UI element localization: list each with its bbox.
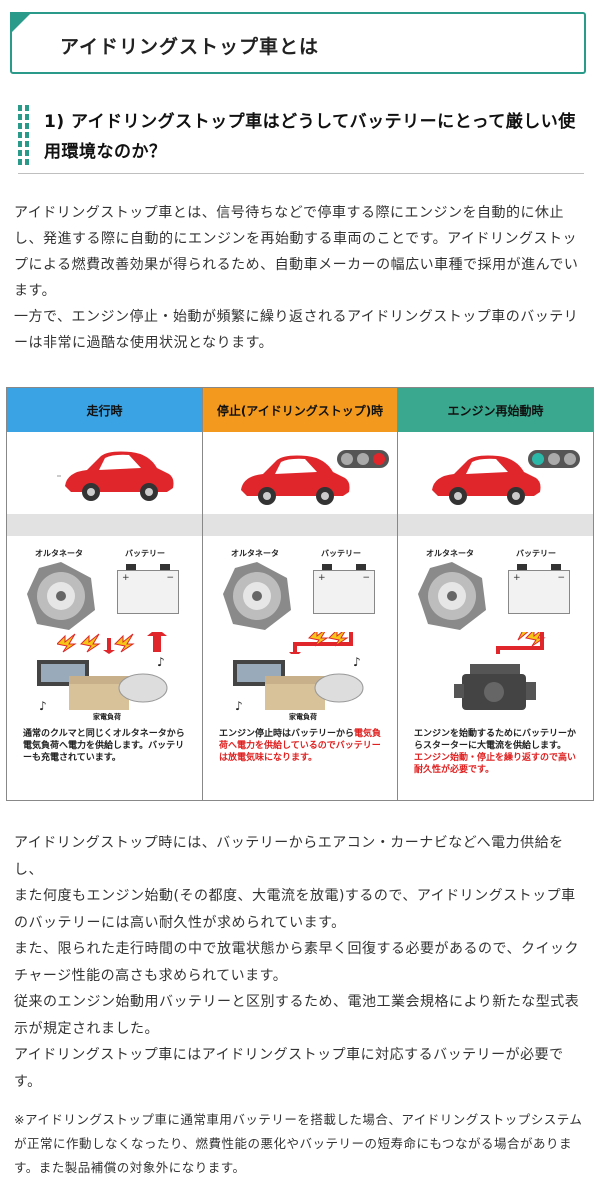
body-paragraph: アイドリングストップ車にはアイドリングストップ車に対応するバッテリーが必要です。 <box>14 1047 564 1090</box>
panel-driving: 走行時 オルタネータ バッテリー +− <box>7 388 202 800</box>
appliance-load-icon: ♪♪ <box>37 655 168 713</box>
alternator-label: オルタネータ <box>35 549 83 558</box>
load-label: 家電負荷 <box>289 713 317 721</box>
section-heading-block: 1) アイドリングストップ車はどうしてバッテリーにとって厳しい使用環境なのか？ <box>18 103 584 174</box>
note-paragraph: ※アイドリングストップ車に通常車用バッテリーを搭載した場合、アイドリングストップ… <box>14 1112 583 1175</box>
panel-restart: エンジン再始動時 オルタネータ バッテリー +− <box>397 388 593 800</box>
appliance-load-icon: ♪♪ <box>233 655 364 713</box>
current-bolts-icon <box>57 632 167 654</box>
alternator-label: オルタネータ <box>426 549 474 558</box>
caption-warning: エンジン始動・停止を繰り返すので高い耐久性が必要です。 <box>414 753 577 775</box>
engine-starter-icon <box>454 664 536 710</box>
panel-header: エンジン再始動時 <box>398 388 593 432</box>
body-paragraph: アイドリングストップ時には、バッテリーからエアコン・カーナビなどへ電力供給をし、 <box>14 835 564 878</box>
battery-icon: +− <box>117 564 179 614</box>
battery-label: バッテリー <box>321 549 361 558</box>
body-text: アイドリングストップ時には、バッテリーからエアコン・カーナビなどへ電力供給をし、… <box>14 830 588 1095</box>
panel-idle-stop: 停止(アイドリングストップ)時 オルタネータ バッテリー +− <box>202 388 397 800</box>
body-paragraph: また何度もエンジン始動(その都度、大電流を放電)するので、アイドリングストップ車… <box>14 888 576 931</box>
svg-text:♪: ♪ <box>353 655 361 669</box>
body-paragraph: 従来のエンジン始動用バッテリーと区別するため、電池工業会規格により新たな型式表示… <box>14 994 580 1037</box>
intro-text: アイドリングストップ車とは、信号待ちなどで停車する際にエンジンを自動的に休止し、… <box>14 200 588 356</box>
battery-label: バッテリー <box>516 549 556 558</box>
current-bolts-icon <box>492 632 546 654</box>
page-title-box: アイドリングストップ車とは <box>10 12 586 74</box>
panel-caption: エンジンを始動するためにバッテリーからスターターに大電流を供給します。エンジン始… <box>414 728 584 776</box>
panel-caption: 通常のクルマと同じくオルタネータから電気負荷へ電力を供給します。バッテリーも充電… <box>23 728 193 764</box>
alternator-icon <box>27 562 95 630</box>
section-heading: 1) アイドリングストップ車はどうしてバッテリーにとって厳しい使用環境なのか？ <box>44 112 576 162</box>
panel-header: 停止(アイドリングストップ)時 <box>203 388 397 432</box>
body-paragraph: また、限られた走行時間の中で放電状態から素早く回復する必要があるので、クイックチ… <box>14 941 579 984</box>
panel-header: 走行時 <box>7 388 202 432</box>
alternator-label: オルタネータ <box>231 549 279 558</box>
panel-caption: エンジン停止時はバッテリーから電気負荷へ電力を供給しているのでバッテリーは放電気… <box>219 728 389 764</box>
intro-paragraph: 一方で、エンジン停止・始動が頻繁に繰り返されるアイドリングストップ車のバッテリー… <box>14 309 579 351</box>
alternator-icon <box>223 562 291 630</box>
page-title: アイドリングストップ車とは <box>60 36 320 58</box>
heading-dots-icon <box>18 105 32 165</box>
note-text: ※アイドリングストップ車に通常車用バッテリーを搭載した場合、アイドリングストップ… <box>14 1108 588 1180</box>
intro-paragraph: アイドリングストップ車とは、信号待ちなどで停車する際にエンジンを自動的に休止し、… <box>14 205 579 299</box>
svg-text:♪: ♪ <box>235 699 243 713</box>
car-icon <box>432 455 541 505</box>
battery-label: バッテリー <box>125 549 165 558</box>
battery-diagram: 走行時 オルタネータ バッテリー +− <box>6 387 594 801</box>
traffic-light-icon <box>337 450 389 468</box>
alternator-icon <box>418 562 486 630</box>
car-icon <box>241 455 350 505</box>
svg-text:♪: ♪ <box>39 699 47 713</box>
battery-icon: +− <box>313 564 375 614</box>
battery-icon: +− <box>508 564 570 614</box>
title-corner-decoration <box>10 12 32 34</box>
caption-warning: 電気負荷へ電力を供給しているのでバッテリーは放電気味になります。 <box>219 729 382 763</box>
traffic-light-icon <box>528 450 580 468</box>
caption-text: 通常のクルマと同じくオルタネータから電気負荷へ電力を供給します。バッテリーも充電… <box>23 729 185 763</box>
caption-text: エンジン停止時はバッテリーから <box>219 729 355 739</box>
current-bolts-icon <box>289 632 353 654</box>
svg-text:♪: ♪ <box>157 655 165 669</box>
car-icon <box>57 451 174 501</box>
load-label: 家電負荷 <box>93 713 121 721</box>
heading-divider <box>18 173 584 174</box>
caption-text: エンジンを始動するためにバッテリーからスターターに大電流を供給します。 <box>414 729 577 751</box>
